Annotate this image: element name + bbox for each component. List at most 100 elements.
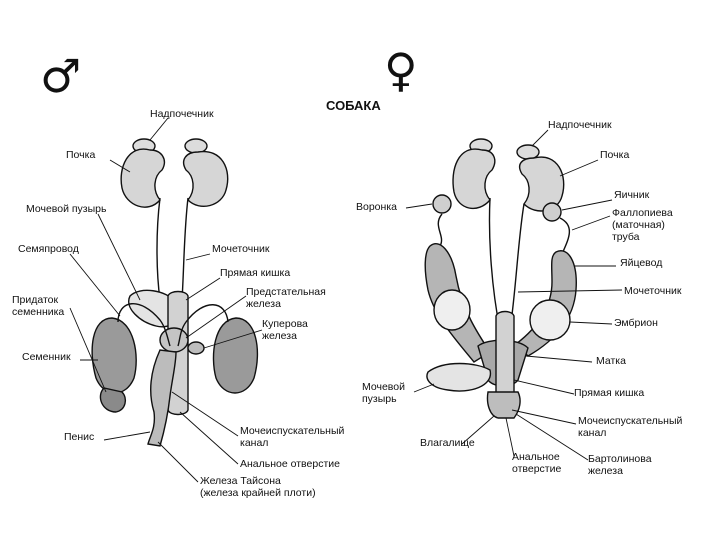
male-label-kidney: Почка	[66, 149, 95, 161]
female-label-oviduct: Яйцевод	[620, 257, 662, 269]
male-label-kidney-line: Почка	[66, 149, 95, 161]
male-label-rectum-line: Прямая кишка	[220, 267, 290, 279]
female-kidney-right	[518, 156, 565, 212]
male-label-tyson-line: Железа Тайсона	[200, 475, 281, 487]
male-testis-left	[91, 317, 137, 394]
male-ureter-left	[156, 197, 161, 301]
female-label-anus-line: Анальное	[512, 451, 560, 463]
male-label-penis-line: Пенис	[64, 431, 94, 443]
diagram-title: СОБАКА	[326, 98, 381, 113]
male-testis-right	[212, 317, 259, 394]
female-label-adrenal: Надпочечник	[548, 119, 612, 131]
male-label-vas-deferens: Семяпровод	[18, 243, 79, 255]
male-label-rectum: Прямая кишка	[220, 267, 290, 279]
female-label-urethra-line: Мочеиспускательный	[578, 415, 683, 427]
female-embryo-left	[433, 289, 471, 331]
male-label-testis-line: Семенник	[22, 351, 71, 363]
male-symbol: ♂	[40, 49, 81, 103]
female-fallopian-left	[437, 213, 443, 247]
male-vas-deferens-left	[117, 303, 171, 347]
female-fallopian-right	[559, 217, 570, 255]
female-label-bartholin-line: железа	[588, 465, 623, 477]
male-rectum	[167, 290, 189, 416]
male-label-adrenal: Надпочечник	[150, 108, 214, 120]
male-vas-deferens-right	[177, 304, 229, 347]
female-ovary-right	[542, 202, 562, 222]
female-label-ureter-line: Мочеточник	[624, 285, 682, 297]
female-embryo-right	[529, 299, 571, 341]
female-label-ureter: Мочеточник	[624, 285, 682, 297]
male-leader-lines	[69, 117, 263, 483]
female-label-fallopian: Фаллопиева(маточная)труба	[612, 207, 673, 243]
female-kidney-left	[452, 148, 496, 210]
female-ureter-right	[509, 203, 525, 331]
female-label-kidney-line: Почка	[600, 149, 629, 161]
male-label-urethra-line: канал	[240, 437, 268, 449]
male-penis	[147, 349, 177, 447]
female-symbol: ♀	[384, 43, 418, 97]
female-label-fallopian-line: Фаллопиева	[612, 207, 673, 219]
female-label-ovary-line: Яичник	[614, 189, 650, 201]
female-label-fallopian-line: (маточная)	[612, 219, 665, 231]
male-epididymis-left	[99, 387, 127, 413]
male-kidney-left	[120, 148, 166, 208]
female-label-fallopian-line: труба	[612, 231, 640, 243]
male-prostate	[159, 327, 189, 353]
female-label-bladder-line: пузырь	[362, 393, 397, 405]
female-label-embryo-line: Эмбрион	[614, 317, 658, 329]
female-anatomy	[424, 138, 577, 419]
male-label-ureter: Мочеточник	[212, 243, 270, 255]
male-label-penis: Пенис	[64, 431, 94, 443]
male-label-epididymis-line: семенника	[12, 306, 64, 318]
male-label-tyson-line: (железа крайней плоти)	[200, 487, 316, 499]
male-label-prostate-line: железа	[246, 298, 281, 310]
female-label-uterus: Матка	[596, 355, 626, 367]
female-ureter-left	[488, 197, 501, 331]
female-label-funnel-line: Воронка	[356, 201, 397, 213]
male-label-cowper-line: железа	[262, 330, 297, 342]
female-label-embryo: Эмбрион	[614, 317, 658, 329]
female-bladder	[426, 362, 492, 392]
male-label-bladder: Мочевой пузырь	[26, 203, 107, 215]
female-label-vagina: Влагалище	[420, 437, 475, 449]
male-label-testis: Семенник	[22, 351, 71, 363]
male-label-vas-deferens-line: Семяпровод	[18, 243, 79, 255]
male-label-epididymis-line: Придаток	[12, 294, 59, 306]
male-label-anus-line: Анальное отверстие	[240, 458, 340, 470]
male-label-prostate-line: Предстательная	[246, 286, 326, 298]
male-ureter-right	[181, 197, 189, 301]
female-label-vagina-line: Влагалище	[420, 437, 475, 449]
male-label-anus: Анальное отверстие	[240, 458, 340, 470]
male-label-ureter-line: Мочеточник	[212, 243, 270, 255]
female-funnel-left	[432, 194, 452, 214]
female-leader-lines	[405, 129, 623, 461]
male-anatomy	[91, 138, 259, 447]
female-label-kidney: Почка	[600, 149, 629, 161]
male-label-bladder-line: Мочевой пузырь	[26, 203, 107, 215]
female-label-bladder-line: Мочевой	[362, 381, 405, 393]
male-kidney-right	[182, 150, 229, 208]
female-vagina	[486, 391, 521, 419]
female-label-bartholin-line: Бартолинова	[588, 453, 652, 465]
female-label-rectum-line: Прямая кишка	[574, 387, 644, 399]
female-label-uterus-line: Матка	[596, 355, 626, 367]
female-label-adrenal-line: Надпочечник	[548, 119, 612, 131]
female-label-ovary: Яичник	[614, 189, 650, 201]
female-label-urethra-line: канал	[578, 427, 606, 439]
male-cowper-gland	[187, 341, 205, 355]
male-label-urethra-line: Мочеиспускательный	[240, 425, 345, 437]
male-label-tyson: Железа Тайсона(железа крайней плоти)	[200, 475, 316, 499]
female-label-funnel: Воронка	[356, 201, 397, 213]
male-label-cowper-line: Куперова	[262, 318, 308, 330]
